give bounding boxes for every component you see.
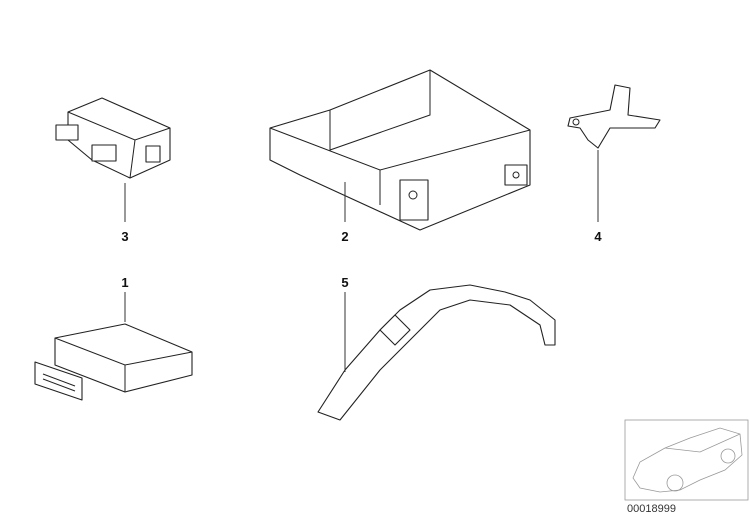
part-1-control-module[interactable] xyxy=(34,292,193,401)
part-3-control-unit[interactable] xyxy=(55,97,171,222)
callout-3[interactable]: 3 xyxy=(121,229,129,244)
vehicle-thumbnail xyxy=(624,419,749,501)
callout-4[interactable]: 4 xyxy=(594,229,602,244)
callout-1[interactable]: 1 xyxy=(121,275,129,290)
callout-5[interactable]: 5 xyxy=(341,275,349,290)
callout-2[interactable]: 2 xyxy=(341,229,349,244)
part-2-bracket-holder[interactable] xyxy=(269,69,531,231)
diagram-id: 00018999 xyxy=(627,503,676,515)
part-5-cable-harness[interactable] xyxy=(317,284,556,421)
part-4-mounting-bracket[interactable] xyxy=(567,84,661,222)
